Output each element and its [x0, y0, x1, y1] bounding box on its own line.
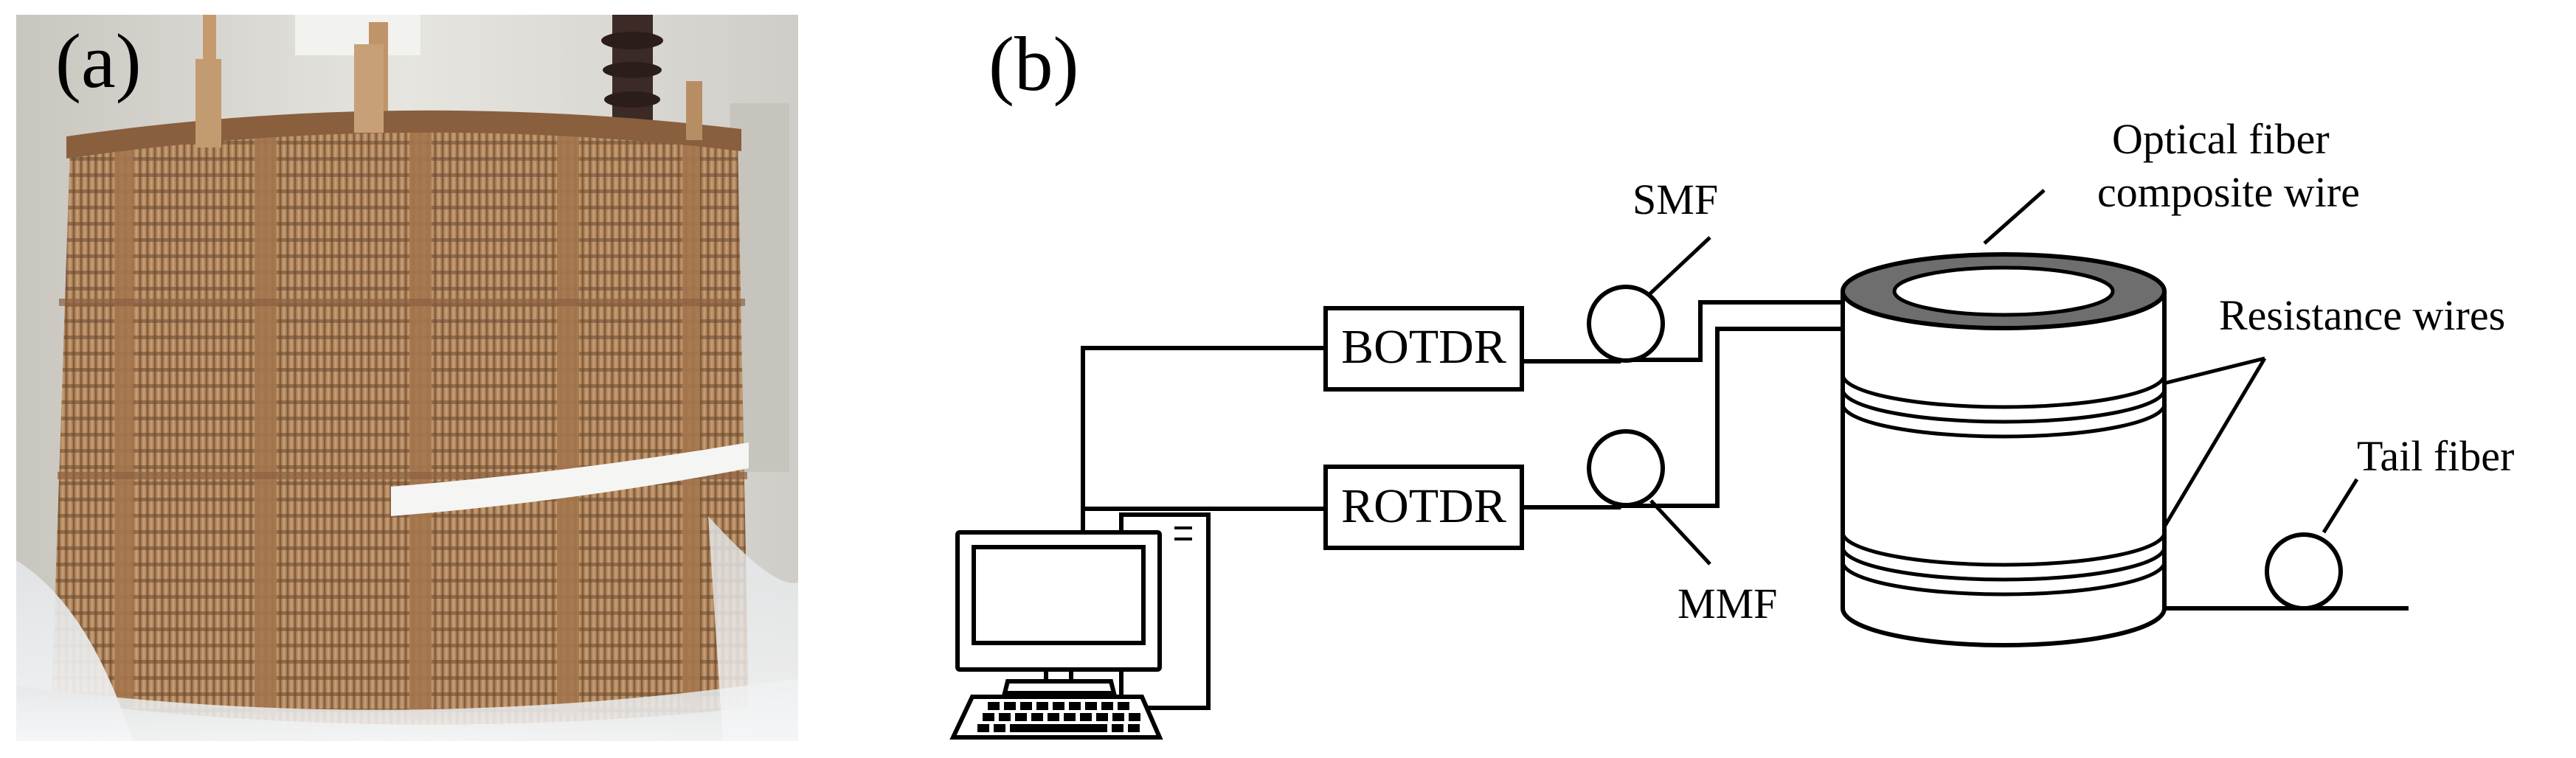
smf-label: SMF [1632, 175, 1718, 223]
panel-b-label: (b) [988, 21, 1078, 107]
computer [949, 512, 1211, 740]
mmf-coil-icon [1587, 429, 1665, 507]
tail-fiber-label: Tail fiber [2357, 432, 2514, 480]
mmf-label: MMF [1677, 580, 1777, 627]
connection-lines [1081, 300, 2409, 611]
keyboard-icon [949, 695, 1163, 740]
botdr-box: BOTDR [1323, 306, 1524, 392]
rotdr-label: ROTDR [1341, 479, 1506, 533]
computer-monitor-icon [955, 530, 1162, 695]
panel-a-photo [16, 15, 798, 741]
resistance-wires-label: Resistance wires [2219, 291, 2505, 339]
botdr-label: BOTDR [1341, 320, 1506, 374]
winding-cylinder [1841, 252, 2167, 647]
composite-wire-label-line2: composite wire [2097, 168, 2360, 216]
tail-fiber-coil-icon [2265, 532, 2343, 611]
smf-coil-icon [1587, 285, 1665, 363]
leader-lines [1648, 189, 2359, 566]
rotdr-box: ROTDR [1323, 465, 1524, 550]
composite-wire-label-line1: Optical fiber [2112, 115, 2330, 163]
panel-a-label: (a) [55, 18, 142, 104]
